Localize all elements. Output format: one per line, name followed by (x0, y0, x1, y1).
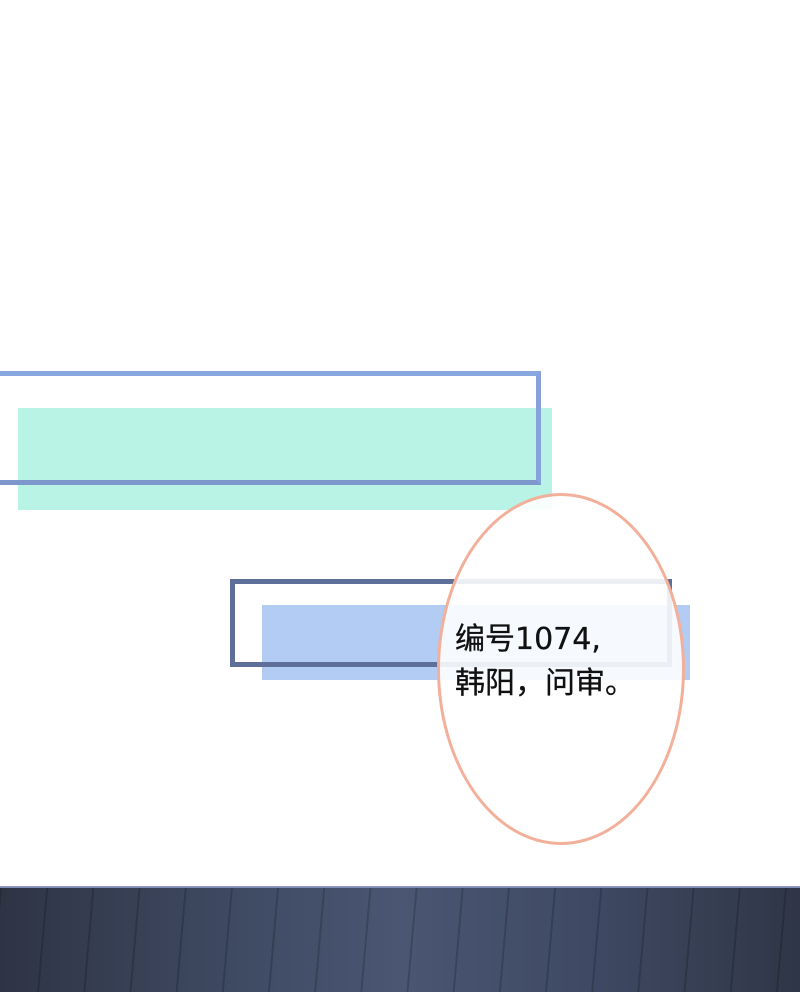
speech-bubble-text: 编号1074, 韩阳，问审。 (455, 618, 685, 706)
caption-line-2: 韩阳，问审。 (455, 666, 635, 701)
caption-line-1: 编号1074, (455, 622, 601, 657)
mint-panel (18, 408, 552, 510)
speech-bubble (437, 493, 685, 845)
top-outline-frame (0, 371, 541, 485)
wooden-floor (0, 888, 800, 992)
